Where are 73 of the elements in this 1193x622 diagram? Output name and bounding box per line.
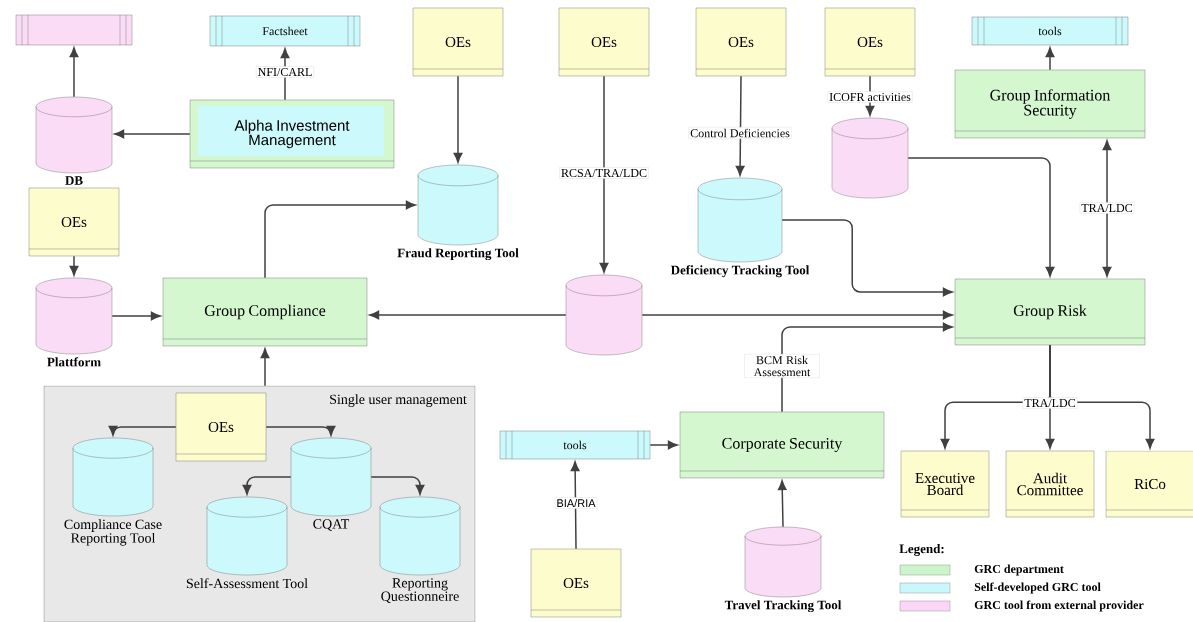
arrow bbox=[242, 476, 292, 495]
edge-label: TRA/LDC bbox=[1022, 397, 1078, 409]
process-box: Group Information Security bbox=[954, 69, 1146, 139]
database-cylinder: Travel Tracking Tool bbox=[724, 526, 842, 613]
arrow bbox=[781, 322, 953, 413]
database-cylinder: DB bbox=[35, 96, 113, 185]
database-cylinder: Fraud Reporting Tool bbox=[397, 164, 519, 261]
arrow bbox=[907, 157, 1055, 277]
arrow bbox=[69, 47, 79, 98]
process-box: OEs bbox=[175, 392, 267, 462]
arrow bbox=[260, 348, 270, 387]
node-label: DB bbox=[65, 176, 83, 185]
arrow bbox=[453, 75, 463, 163]
process-box: Executive Board bbox=[900, 450, 990, 518]
arrow bbox=[264, 200, 416, 279]
process-box: OEs bbox=[530, 548, 622, 618]
tool-box: tools bbox=[971, 16, 1129, 46]
process-box: OEs bbox=[558, 7, 650, 77]
edge-label: BIA/RIA bbox=[554, 497, 598, 509]
node-label: Deficiency Tracking Tool bbox=[670, 265, 810, 278]
legend-text: GRC department bbox=[974, 564, 1064, 576]
arrow bbox=[781, 219, 953, 297]
edge-label: TRA/LDC bbox=[1079, 202, 1135, 214]
process-box: OEs bbox=[824, 7, 916, 77]
arrow bbox=[370, 476, 425, 495]
node-label: Fraud Reporting Tool bbox=[397, 248, 519, 261]
edge-label: ICOFR activities bbox=[827, 91, 913, 103]
edge-label: Control Deficiencies bbox=[688, 127, 792, 139]
process-box: OEs bbox=[412, 7, 504, 77]
arrow bbox=[114, 129, 191, 139]
database-cylinder: Deficiency Tracking Tool bbox=[670, 177, 810, 278]
database-cylinder bbox=[831, 117, 909, 199]
arrow bbox=[735, 75, 745, 176]
arrow bbox=[108, 425, 177, 436]
arrow bbox=[369, 310, 567, 320]
database-cylinder: Plattform bbox=[35, 277, 113, 367]
edge-label: BCM Risk Assessment bbox=[744, 354, 820, 378]
tool-box bbox=[15, 14, 133, 46]
arrow bbox=[265, 425, 336, 436]
arrow bbox=[777, 480, 787, 528]
arrow bbox=[570, 461, 580, 550]
arrow bbox=[69, 255, 79, 276]
tool-box: tools bbox=[499, 430, 651, 460]
node-label: Self-Assessment Tool bbox=[186, 578, 308, 589]
process-box: OEs bbox=[28, 187, 120, 257]
database-cylinder: Compliance Case Reporting Tool bbox=[64, 437, 162, 546]
arrow bbox=[111, 311, 161, 321]
process-box: RiCo bbox=[1105, 450, 1193, 518]
legend-title: Legend: bbox=[899, 544, 944, 556]
process-box: Group Risk bbox=[954, 278, 1146, 346]
node-label: Reporting Questionneire bbox=[381, 578, 459, 604]
process-box: Group Compliance bbox=[162, 277, 368, 347]
tool-box: Factsheet bbox=[209, 15, 361, 47]
arrow bbox=[599, 75, 609, 273]
process-box: Audit Committee bbox=[1005, 450, 1095, 518]
edge-label: RCSA/TRA/LDC bbox=[559, 167, 649, 179]
node-label: Compliance Case Reporting Tool bbox=[64, 519, 162, 546]
arrow bbox=[1045, 47, 1055, 71]
arrow bbox=[865, 75, 875, 116]
process-box: Alpha Investment Management bbox=[189, 99, 395, 169]
arrow bbox=[649, 440, 678, 450]
edge-label: NFI/CARL bbox=[255, 66, 315, 78]
node-label: Travel Tracking Tool bbox=[724, 600, 842, 613]
process-box: OEs bbox=[695, 7, 787, 77]
legend-text: Self-developed GRC tool bbox=[974, 582, 1101, 594]
database-cylinder bbox=[565, 274, 643, 356]
node-label: Plattform bbox=[47, 357, 101, 367]
arrow bbox=[641, 310, 953, 320]
process-box: Corporate Security bbox=[679, 411, 885, 479]
node-label: CQAT bbox=[313, 519, 350, 531]
arrow bbox=[1102, 140, 1112, 277]
database-cylinder: Reporting Questionneire bbox=[379, 496, 461, 604]
legend-text: GRC tool from external provider bbox=[974, 600, 1144, 612]
